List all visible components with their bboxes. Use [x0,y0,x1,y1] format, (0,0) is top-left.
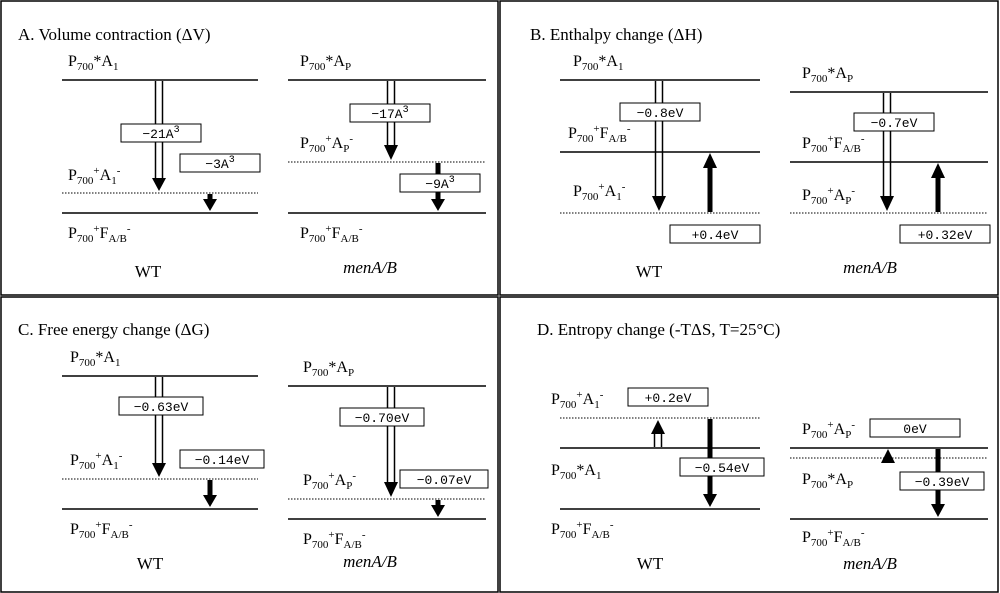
value-label-c-mut-hollow: −0.70eV [355,411,410,426]
state-label-b-wt-top: P700*A1 [573,53,623,73]
caption-b-mut: menA/B [843,258,897,277]
value-label-b-wt-hollow: −0.8eV [637,106,684,121]
hollow-arrowhead-c-wt [152,463,166,477]
value-box-b-wt-hollow [619,102,701,122]
value-label-d-mut-solid: −0.39eV [915,475,970,490]
value-label-c-wt-solid: −0.14eV [195,453,250,468]
value-box-d-wt-hollow [627,387,709,407]
value-label-c-wt-hollow: −0.63eV [134,400,189,415]
value-label-a-wt-solid: −3A3 [205,155,234,172]
state-label-a-mut-mid: P700+AP- [300,133,353,155]
state-label-b-mut-bot: P700+AP- [802,185,855,207]
panel-b-enthalpy-change: B. Enthalpy change (ΔH) P700*A1 P700+FA/… [530,25,991,281]
hollow-arrowhead-d-wt [651,420,665,434]
state-label-d-wt-mid: P700*A1 [551,462,601,482]
value-box-c-wt-hollow [118,396,204,416]
state-label-c-wt-top: P700*A1 [70,349,120,369]
state-label-d-mut-top: P700+AP- [802,419,855,441]
hollow-arrowhead-a-mut [384,145,398,160]
solid-arrowhead-a-wt [203,199,217,211]
panel-b-title: B. Enthalpy change (ΔH) [530,25,702,44]
state-label-a-wt-top: P700*A1 [68,53,118,73]
caption-c-wt: WT [137,554,164,573]
solid-arrowhead-b-wt [703,153,717,168]
state-label-a-wt-bot: P700+FA/B- [68,223,131,245]
value-label-b-mut-hollow: −0.7eV [871,116,918,131]
value-box-a-mut-hollow [349,103,431,123]
solid-arrowhead-a-mut [431,199,445,211]
hollow-arrowhead-b-mut [880,196,894,211]
state-label-c-wt-bot: P700+FA/B- [70,519,133,541]
value-box-c-wt-solid [179,449,265,469]
state-label-c-mut-top: P700*AP [303,359,354,379]
state-label-d-wt-top: P700+A1- [551,389,604,411]
panel-border-d [499,296,999,593]
value-box-a-wt-solid [179,153,261,173]
solid-arrowhead-b-mut [931,163,945,178]
state-label-c-mut-mid: P700+AP- [303,470,356,492]
solid-arrowhead-c-wt [203,495,217,507]
solid-arrowhead-d-mut-up [881,449,895,463]
value-box-d-mut-solid [899,471,985,491]
panel-border-b [499,0,999,296]
value-label-a-mut-hollow: −17A3 [371,105,408,122]
panel-d-entropy-change: D. Entropy change (-TΔS, T=25°C) P700+A1… [537,320,988,573]
state-label-c-mut-bot: P700+FA/B- [303,529,366,551]
hollow-arrowhead-a-wt [152,178,166,191]
panel-c-title: C. Free energy change (ΔG) [18,320,209,339]
panel-border-a [0,0,499,296]
caption-a-wt: WT [135,262,162,281]
value-label-b-mut-solid: +0.32eV [918,228,973,243]
solid-arrowhead-d-mut [931,504,945,517]
state-label-d-mut-mid: P700*AP [802,471,853,491]
caption-b-wt: WT [636,262,663,281]
value-label-a-wt-hollow: −21A3 [142,125,179,142]
solid-arrowhead-d-wt [703,494,717,507]
hollow-arrowhead-b-wt [652,196,666,211]
value-label-d-wt-solid: −0.54eV [695,461,750,476]
panel-c-free-energy-change: C. Free energy change (ΔG) P700*A1 P700+… [18,320,489,573]
value-box-b-mut-solid [899,224,991,244]
caption-d-wt: WT [637,554,664,573]
caption-a-mut: menA/B [343,258,397,277]
state-label-b-mut-mid: P700+FA/B- [802,133,865,155]
value-label-d-mut-hollow: 0eV [903,422,927,437]
state-label-d-wt-bot: P700+FA/B- [551,519,614,541]
value-box-b-wt-solid [669,224,761,244]
state-label-a-wt-mid: P700+A1- [68,165,121,187]
value-label-a-mut-solid: −9A3 [425,175,454,192]
value-box-c-mut-hollow [339,407,425,427]
caption-c-mut: menA/B [343,552,397,571]
state-label-b-wt-bot: P700+A1- [573,181,626,203]
state-label-c-wt-mid: P700+A1- [70,450,123,472]
value-box-b-mut-hollow [853,112,935,132]
state-label-d-mut-bot: P700+FA/B- [802,527,865,549]
value-box-d-mut-hollow [869,418,961,438]
value-box-c-mut-solid [399,469,489,489]
panel-a-volume-contraction: A. Volume contraction (ΔV) P700*A1 P700+… [18,25,486,281]
value-label-b-wt-solid: +0.4eV [692,228,739,243]
solid-arrowhead-c-mut [431,505,445,517]
caption-d-mut: menA/B [843,554,897,573]
panel-a-title: A. Volume contraction (ΔV) [18,25,211,44]
hollow-arrowhead-c-mut [384,482,398,497]
state-label-a-mut-bot: P700+FA/B- [300,223,363,245]
panel-d-title: D. Entropy change (-TΔS, T=25°C) [537,320,780,339]
value-box-a-mut-solid [399,173,481,193]
state-label-b-wt-mid: P700+FA/B- [568,123,631,145]
panel-border-c [0,296,499,593]
state-label-a-mut-top: P700*AP [300,53,351,73]
value-label-d-wt-hollow: +0.2eV [645,391,692,406]
value-box-d-wt-solid [679,457,765,477]
value-label-c-mut-solid: −0.07eV [417,473,472,488]
state-label-b-mut-top: P700*AP [802,65,853,85]
value-box-a-wt-hollow [120,123,202,143]
